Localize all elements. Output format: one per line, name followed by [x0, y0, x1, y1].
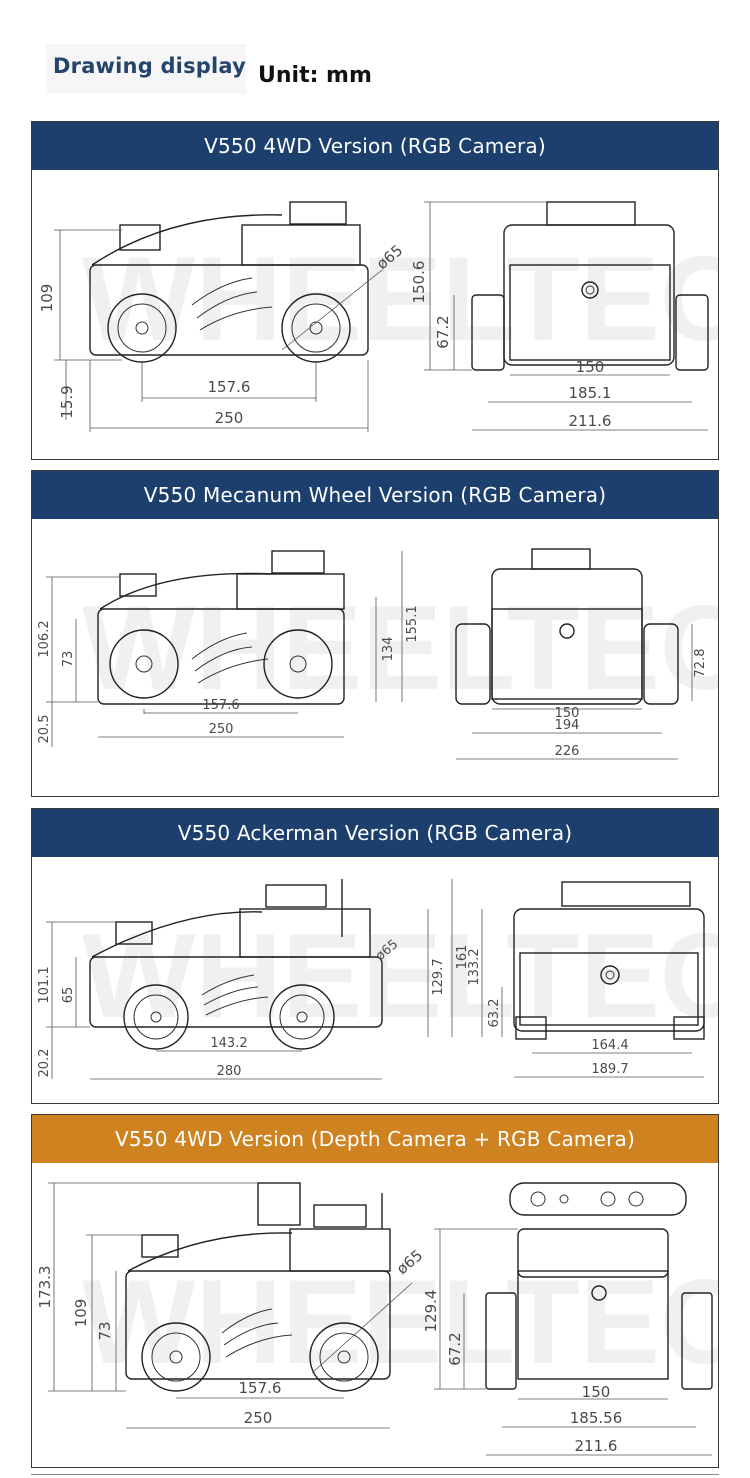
dim-track: 150: [555, 706, 580, 721]
dim-height: 106.2: [37, 620, 52, 657]
dim-height: 109: [72, 1299, 90, 1328]
rear-view-vehicle: [471, 201, 709, 371]
section-4wd-rgb: V550 4WD Version (RGB Camera) WHEELTEC: [31, 121, 719, 460]
dim-clearance: 20.5: [37, 715, 52, 744]
dim-total-height: 155.1: [405, 605, 420, 642]
side-view-dimensions: [48, 1182, 413, 1429]
section-4wd-depth-rgb: V550 4WD Version (Depth Camera + RGB Cam…: [31, 1114, 719, 1468]
dim-total-height: 150.6: [410, 261, 428, 304]
dim-body-height: 65: [61, 987, 76, 1004]
dim-length: 250: [209, 722, 234, 737]
dim-width-total: 189.7: [591, 1062, 628, 1077]
watermark: WHEELTEC: [82, 232, 718, 366]
side-view-dimensions: [46, 551, 403, 747]
dim-body-height: 73: [61, 651, 76, 668]
section-title-bar: V550 Mecanum Wheel Version (RGB Camera): [32, 471, 718, 519]
watermark: WHEELTEC: [82, 1255, 718, 1389]
dim-width-inner: 194: [555, 718, 580, 733]
dim-height: 109: [38, 284, 56, 313]
dim-length: 280: [217, 1064, 242, 1079]
side-view-vehicle: [125, 1182, 391, 1392]
dim-mid-height: 129.7: [431, 958, 446, 995]
dim-width-inner: 185.56: [570, 1409, 623, 1427]
dim-track: 164.4: [591, 1038, 628, 1053]
dim-track: 150: [582, 1383, 611, 1401]
rear-view-vehicle: [485, 1182, 713, 1390]
dim-total-height: 173.3: [36, 1266, 54, 1309]
bottom-divider: [31, 1474, 719, 1475]
dim-height: 101.1: [37, 966, 52, 1003]
rear-view-dimensions: [434, 1228, 712, 1456]
dim-body-height: 73: [96, 1321, 114, 1340]
technical-drawing: WHEELTEC: [38, 201, 718, 432]
dim-width-total: 226: [555, 744, 580, 759]
page-header: Drawing display Unit: mm: [0, 0, 750, 118]
rear-view-dimensions: [456, 624, 693, 760]
rear-view-vehicle: [455, 548, 679, 705]
dim-side-height: 72.8: [693, 649, 708, 678]
section-title-bar: V550 4WD Version (RGB Camera): [32, 122, 718, 170]
side-view-dimensions: [54, 229, 383, 432]
section-mecanum-rgb: V550 Mecanum Wheel Version (RGB Camera) …: [31, 470, 719, 797]
dim-width-total: 211.6: [575, 1437, 618, 1455]
dim-wheelbase: 157.6: [208, 378, 251, 396]
drawing-area: WHEELTEC: [32, 170, 718, 459]
page-title: Drawing display: [53, 54, 247, 78]
dim-width-total: 211.6: [569, 412, 612, 430]
dim-wheelbase: 143.2: [210, 1036, 247, 1051]
technical-drawing: WHEELTEC: [37, 548, 718, 760]
section-title-bar: V550 Ackerman Version (RGB Camera): [32, 809, 718, 857]
technical-drawing: WHEELTEC: [36, 1182, 718, 1456]
dim-side-height: 63.2: [487, 999, 502, 1028]
unit-label: Unit: mm: [258, 63, 372, 88]
dim-side-height: 67.2: [446, 1332, 464, 1365]
section-title: V550 4WD Version (Depth Camera + RGB Cam…: [115, 1127, 635, 1151]
dim-width-inner: 185.1: [569, 384, 612, 402]
dim-wheelbase: 157.6: [202, 698, 239, 713]
watermark: WHEELTEC: [82, 581, 718, 715]
dim-rear-height: 129.4: [422, 1290, 440, 1333]
dim-wheelbase: 157.6: [239, 1379, 282, 1397]
side-view-dimensions: [46, 879, 453, 1080]
rear-view-dimensions: [424, 201, 708, 431]
dim-rear-height: 133.2: [467, 948, 482, 985]
header-tab: [46, 44, 246, 94]
technical-drawing: WHEELTEC: [37, 879, 718, 1080]
dim-clearance: 15.9: [58, 385, 76, 418]
drawing-area: WHEELTEC: [32, 857, 718, 1103]
dim-track: 150: [576, 358, 605, 376]
side-view-vehicle: [89, 879, 383, 1050]
dim-mid-height: 134: [381, 637, 396, 662]
dim-clearance: 20.2: [37, 1049, 52, 1078]
dim-side-height: 67.2: [434, 315, 452, 348]
section-title: V550 4WD Version (RGB Camera): [204, 134, 546, 158]
section-title: V550 Ackerman Version (RGB Camera): [177, 821, 573, 845]
section-title-bar: V550 4WD Version (Depth Camera + RGB Cam…: [32, 1115, 718, 1163]
rear-view-dimensions: [481, 909, 704, 1078]
section-ackerman-rgb: V550 Ackerman Version (RGB Camera) WHEEL…: [31, 808, 719, 1104]
drawing-area: WHEELTEC: [32, 519, 718, 796]
drawing-area: WHEELTEC: [32, 1163, 718, 1467]
dim-total-height: 161: [455, 945, 470, 970]
dim-length: 250: [244, 1409, 273, 1427]
rear-view-vehicle: [513, 881, 705, 1040]
section-title: V550 Mecanum Wheel Version (RGB Camera): [143, 483, 607, 507]
dim-length: 250: [215, 409, 244, 427]
side-view-vehicle: [97, 550, 345, 705]
